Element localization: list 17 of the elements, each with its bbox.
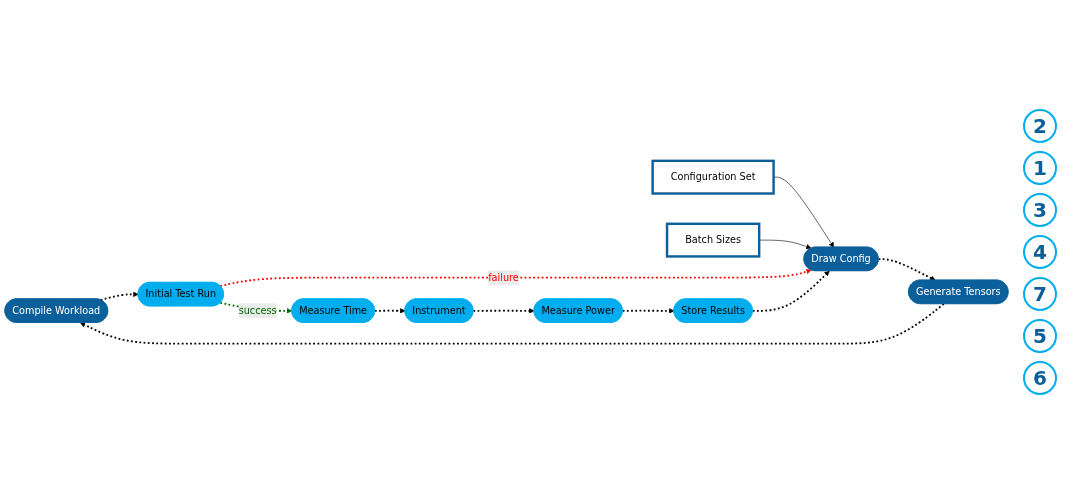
callout-number: 7 xyxy=(1023,277,1057,311)
node-box: Configuration Set xyxy=(651,159,775,195)
callout-number: 5 xyxy=(1023,319,1057,353)
callout-number: 4 xyxy=(1023,235,1057,269)
callout-number: 3 xyxy=(1023,193,1057,227)
callout-number: 1 xyxy=(1023,151,1057,185)
arrow xyxy=(877,258,936,281)
arrow xyxy=(621,308,675,314)
arrow xyxy=(219,268,812,287)
arrow xyxy=(472,308,535,314)
edge-label: success xyxy=(238,304,277,316)
callout-number: 2 xyxy=(1023,109,1057,143)
arrow xyxy=(751,270,830,312)
callout-number: 6 xyxy=(1023,361,1057,395)
edge-label: failure xyxy=(488,271,519,283)
node-box: Batch Sizes xyxy=(665,222,761,258)
arrow xyxy=(373,307,406,314)
